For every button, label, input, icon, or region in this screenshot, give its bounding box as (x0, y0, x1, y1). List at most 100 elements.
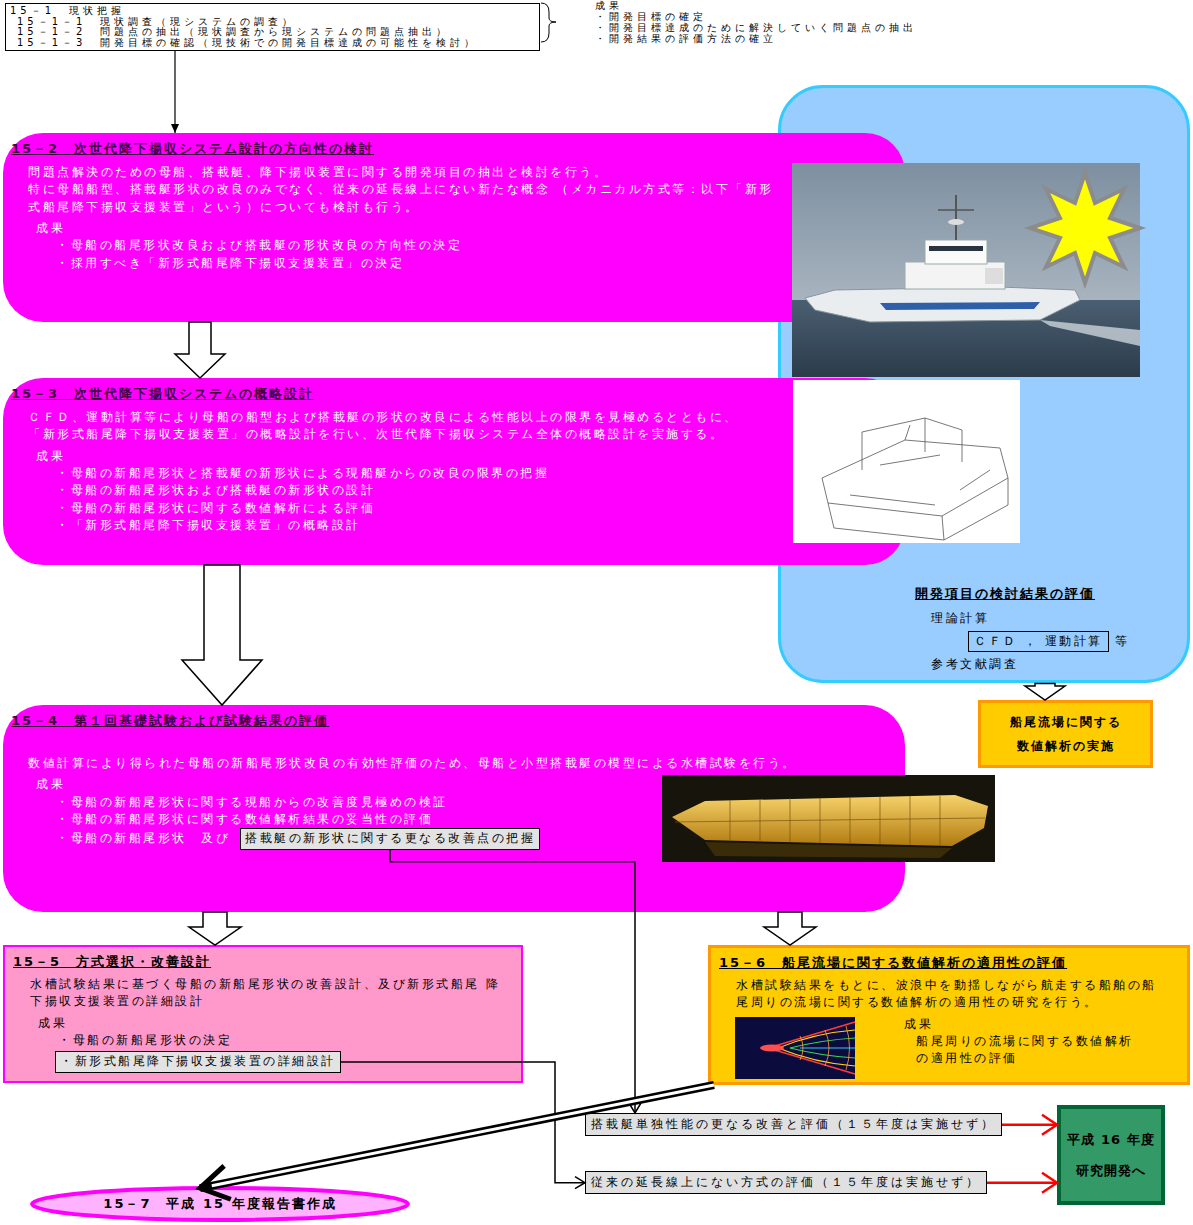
result-heading: 成果 (904, 1016, 933, 1033)
red-arrow (987, 1181, 1057, 1184)
ship-photo (929, 246, 983, 251)
heading: 15－6 船尾流場に関する数値解析の適用性の評価 (719, 954, 1067, 973)
result-note: ・開発目標の確定 (595, 12, 707, 23)
model-photo (760, 799, 761, 842)
stern-sketch (822, 418, 1008, 540)
result-item: ・採用すべき「新形式船尾降下揚収支援装置」の決定 (56, 255, 404, 272)
result-note: 成果 (595, 1, 623, 12)
cfd-image (800, 1036, 803, 1060)
model-photo (940, 796, 941, 846)
deferred-box: 従来の延長線上にない方式の評価（１５年度は実施せず） (585, 1171, 987, 1194)
task-box: 15－2 次世代降下揚収システム設計の方向性の検討問題点解決のための母船、搭載艇… (3, 133, 905, 322)
double-arrow-gap (212, 1085, 714, 1186)
stern-sketch (925, 418, 926, 452)
result-item: 船尾周りの流場に関する数値解析 の適用性の評価 (916, 1033, 1141, 1068)
cfd-image (800, 1048, 855, 1049)
result-heading: 成果 (38, 1015, 67, 1032)
ship-photo (805, 287, 1080, 322)
text-anchor: ・開発目標達成のために解決していく問題点の抽出 (595, 23, 917, 34)
result-heading: 成果 (36, 776, 65, 793)
next-year-box: 平成 16 年度 研究開発へ (1057, 1105, 1165, 1205)
label-text: ＣＦＤ ， 運動計算 (974, 633, 1103, 650)
phase-item: 15－1－3 開発目標の確認（現技術での開発目標達成の可能性を検討） (17, 38, 478, 49)
ship-photo (792, 163, 1140, 377)
brace (541, 3, 556, 42)
model-photo (910, 796, 911, 845)
red-arrow (1002, 1123, 1057, 1126)
ship-photo (985, 268, 1003, 284)
result-note: ・開発結果の評価方法の確立 (595, 34, 777, 45)
highlight-box: ・新形式船尾降下揚収支援装置の詳細設計 (55, 1051, 341, 1072)
ship-photo (955, 195, 957, 240)
cfd-image (778, 1048, 855, 1066)
heading: 15－3 次世代降下揚収システムの概略設計 (11, 385, 314, 404)
stern-sketch (850, 495, 935, 505)
task-box: 15－4 第１回基礎試験および試験結果の評価数値計算により得られた母船の新船尾形… (3, 705, 905, 912)
stern-sketch (822, 440, 1008, 516)
leader-arrow (341, 1062, 586, 1183)
description: 特に母船船型、搭載艇形状の改良のみでなく、従来の延長線上にない新たな概念 （メカ… (28, 181, 785, 216)
label-text: 搭載艇単独性能の更なる改善と評価（１５年度は実施せず） (591, 1116, 996, 1133)
label-text: 15－1 現状把握 (10, 6, 125, 17)
heading: 15－4 第１回基礎試験および試験結果の評価 (11, 712, 329, 731)
model-photo (790, 798, 791, 842)
ship-photo (792, 163, 1140, 377)
cfd-image (735, 1017, 855, 1079)
label-text: 15－7 平成 15 年度報告書作成 (103, 1195, 336, 1214)
result-item: ・母船の新船尾形状と搭載艇の新形状による現船艇からの改良の限界の把握 (56, 465, 549, 482)
connector-group (175, 51, 1065, 1188)
result-heading: 成果 (36, 448, 65, 465)
text-anchor: ・開発結果の評価方法の確立 (595, 34, 777, 45)
result-note: ・開発目標達成のために解決していく問題点の抽出 (595, 23, 917, 34)
model-photo (662, 775, 995, 862)
ship-photo (1040, 320, 1140, 346)
result-box: 船尾流場に関する 数値解析の実施 (978, 700, 1153, 768)
result-item: ・母船の船尾形状改良および搭載艇の形状改良の方向性の決定 (56, 237, 462, 254)
brace (541, 3, 556, 42)
text-anchor: 理論計算 (931, 610, 989, 627)
connector-group (212, 1085, 714, 1186)
description: 問題点解決のための母船、搭載艇、降下揚収装置に関する開発項目の抽出と検討を行う。 (28, 164, 608, 181)
text-anchor: 成果 (595, 1, 623, 12)
cfd-image (846, 1026, 850, 1070)
description: 水槽試験結果をもとに、波浪中を動揺しながら航走する船舶の船 尾周りの流場に関する… (736, 977, 1164, 1012)
cfd-image (825, 1030, 829, 1066)
ship-photo (1030, 173, 1140, 283)
stern-sketch (793, 380, 1020, 543)
model-photo (675, 818, 985, 822)
task-box: 15－3 次世代降下揚収システムの概略設計ＣＦＤ、運動計算等により母船の船型およ… (3, 378, 905, 565)
task-box: 15－6 船尾流場に関する数値解析の適用性の評価水槽試験結果をもとに、波浪中を動… (708, 945, 1190, 1085)
text-anchor: 参考文献調査 (931, 656, 1018, 673)
ship-photo (905, 262, 1005, 289)
model-photo (820, 798, 821, 843)
stern-sketch (960, 470, 990, 490)
label-text: 従来の延長線上にない方式の評価（１５年度は実施せず） (591, 1174, 981, 1191)
result-item: ・母船の新船尾形状の決定 (58, 1032, 232, 1049)
stern-sketch (942, 516, 944, 540)
cfd-image (768, 1022, 855, 1074)
highlight-box: 搭載艇の新形状に関する更なる改善点の把握 (240, 828, 540, 849)
panel-heading: 開発項目の検討結果の評価 (915, 585, 1095, 604)
result-item: ・母船の新船尾形状に関する現船からの改善度見極めの検証 (56, 794, 448, 811)
text-anchor: 等 (1115, 633, 1130, 650)
result-item: ・母船の新船尾形状に関する数値解析による評価 (56, 500, 375, 517)
leader-arrow (390, 850, 635, 1113)
label-text: 参考文献調査 (931, 656, 1018, 673)
cfd-image (768, 1048, 855, 1074)
flow-arrow (189, 912, 241, 945)
label-text: 等 (1115, 633, 1130, 650)
result-heading: 成果 (36, 220, 65, 237)
stern-sketch (862, 418, 962, 470)
stern-sketch (880, 455, 940, 465)
result-item: ・母船の新船尾形状および搭載艇の新形状の設計 (56, 482, 375, 499)
ship-photo (792, 300, 1140, 377)
cfd-image (790, 1038, 855, 1048)
ship-photo (938, 209, 974, 211)
phase-item: 15－1－1 現状調査（現システムの調査） (17, 17, 296, 28)
model-photo (850, 797, 851, 843)
model-photo (705, 842, 952, 858)
cfd-image (760, 1045, 784, 1052)
result-item: ・母船の新船尾形状に関する数値解析結果の妥当性の評価 (56, 811, 433, 828)
stern-sketch (828, 478, 1008, 540)
flow-arrow (764, 912, 816, 945)
